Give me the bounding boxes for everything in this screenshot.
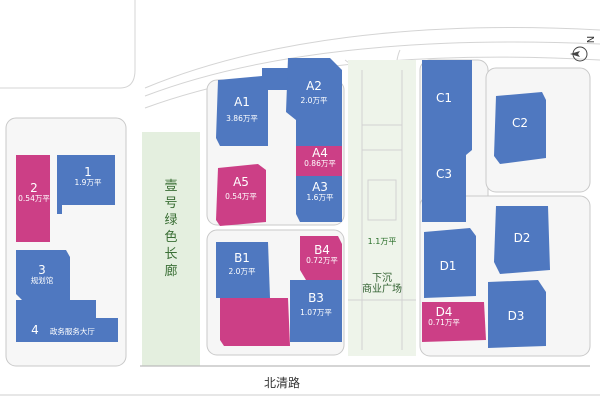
building-area: 0.54万平 bbox=[18, 194, 50, 204]
building-a5 bbox=[216, 164, 266, 226]
building-4 bbox=[16, 300, 118, 342]
building-d2-label: D2 bbox=[498, 231, 546, 245]
building-code: D3 bbox=[507, 309, 525, 323]
building-d1-label: D1 bbox=[426, 259, 470, 273]
building-c1-label: C1 bbox=[424, 91, 464, 105]
building-area: 0.72万平 bbox=[306, 256, 338, 266]
building-b-base bbox=[220, 298, 290, 346]
building-code: A5 bbox=[233, 175, 249, 189]
building-d4-label: D4 0.71万平 bbox=[424, 305, 464, 328]
building-d3 bbox=[488, 280, 546, 348]
building-area: 规划馆 bbox=[30, 276, 54, 286]
plaza-grid bbox=[348, 70, 416, 350]
building-area: 0.71万平 bbox=[428, 318, 460, 328]
corridor-char: 长 bbox=[164, 247, 178, 262]
building-a5-label: A5 0.54万平 bbox=[220, 175, 262, 202]
building-b1 bbox=[216, 242, 270, 298]
building-d3-label: D3 bbox=[490, 309, 542, 323]
building-a2 bbox=[286, 58, 342, 148]
building-area: 1.9万平 bbox=[74, 178, 102, 188]
building-c1c3 bbox=[422, 60, 472, 222]
building-a3 bbox=[296, 176, 342, 222]
building-a4-label: A4 0.86万平 bbox=[300, 146, 340, 169]
building-area: 1.6万平 bbox=[306, 193, 334, 203]
building-area: 1.07万平 bbox=[300, 308, 332, 318]
building-code: C1 bbox=[435, 91, 452, 105]
plaza-name-label: 下沉 商业广场 bbox=[354, 273, 410, 295]
building-area: 0.86万平 bbox=[304, 159, 336, 169]
corridor-char: 绿 bbox=[164, 213, 178, 228]
sunken-plaza bbox=[348, 60, 416, 356]
building-a1 bbox=[216, 68, 290, 146]
building-c2-label: C2 bbox=[498, 116, 542, 130]
building-area: 政务服务大厅 bbox=[49, 327, 95, 336]
building-1 bbox=[57, 155, 115, 214]
building-d2 bbox=[494, 206, 550, 274]
building-c3-label: C3 bbox=[424, 167, 464, 181]
building-a4 bbox=[296, 146, 342, 176]
building-code: B3 bbox=[308, 291, 324, 305]
plaza-area-label: 1.1万平 bbox=[367, 237, 397, 246]
building-d1 bbox=[424, 228, 476, 298]
building-code: A1 bbox=[234, 95, 250, 109]
building-code: 2 bbox=[30, 181, 38, 195]
building-code: D4 bbox=[435, 305, 453, 319]
building-code: A2 bbox=[306, 79, 322, 93]
building-area: 0.54万平 bbox=[225, 192, 257, 202]
building-code: 4 bbox=[31, 323, 39, 337]
corridor-char: 色 bbox=[164, 230, 178, 245]
building-a2-label: A2 2.0万平 bbox=[294, 79, 334, 106]
building-2-label: 2 0.54万平 bbox=[14, 181, 54, 204]
building-code: A3 bbox=[312, 180, 328, 194]
building-a1-label: A1 3.86万平 bbox=[222, 95, 262, 124]
building-area: 2.0万平 bbox=[300, 96, 328, 106]
building-code: A4 bbox=[312, 146, 328, 160]
north-label: N bbox=[586, 35, 598, 44]
road-name: 北清路 bbox=[264, 376, 301, 390]
building-4-label: 4 政务服务大厅 bbox=[28, 320, 98, 338]
building-1-label: 1 1.9万平 bbox=[62, 165, 114, 188]
building-code: D2 bbox=[513, 231, 531, 245]
building-3 bbox=[16, 250, 70, 300]
building-3-label: 3 规划馆 bbox=[20, 263, 64, 286]
green-corridor-label: 壹 号 绿 色 长 廊 bbox=[163, 178, 179, 280]
plaza-name-line1: 下沉 bbox=[372, 273, 392, 284]
building-code: 1 bbox=[84, 165, 92, 179]
corridor-char: 号 bbox=[164, 196, 178, 211]
building-code: D1 bbox=[439, 259, 457, 273]
corridor-char: 廊 bbox=[164, 264, 178, 279]
corridor-char: 壹 bbox=[164, 179, 178, 194]
building-b1-label: B1 2.0万平 bbox=[220, 251, 264, 277]
building-b3 bbox=[290, 280, 342, 342]
building-area: 2.0万平 bbox=[228, 267, 256, 277]
plaza-name-line2: 商业广场 bbox=[362, 284, 402, 295]
building-b3-label: B3 1.07万平 bbox=[292, 291, 340, 318]
building-a3-label: A3 1.6万平 bbox=[300, 180, 340, 203]
building-code: C3 bbox=[435, 167, 452, 181]
building-code: 3 bbox=[38, 263, 46, 277]
building-code: B1 bbox=[234, 251, 250, 265]
building-c2 bbox=[494, 92, 546, 164]
building-b4 bbox=[300, 236, 342, 280]
building-b4-label: B4 0.72万平 bbox=[302, 243, 342, 266]
building-area: 3.86万平 bbox=[226, 114, 258, 124]
building-2 bbox=[16, 155, 50, 242]
building-code: B4 bbox=[314, 243, 330, 257]
green-corridor bbox=[142, 132, 200, 366]
north-arrow-icon bbox=[570, 46, 588, 62]
building-code: C2 bbox=[511, 116, 528, 130]
building-d4 bbox=[422, 302, 486, 342]
